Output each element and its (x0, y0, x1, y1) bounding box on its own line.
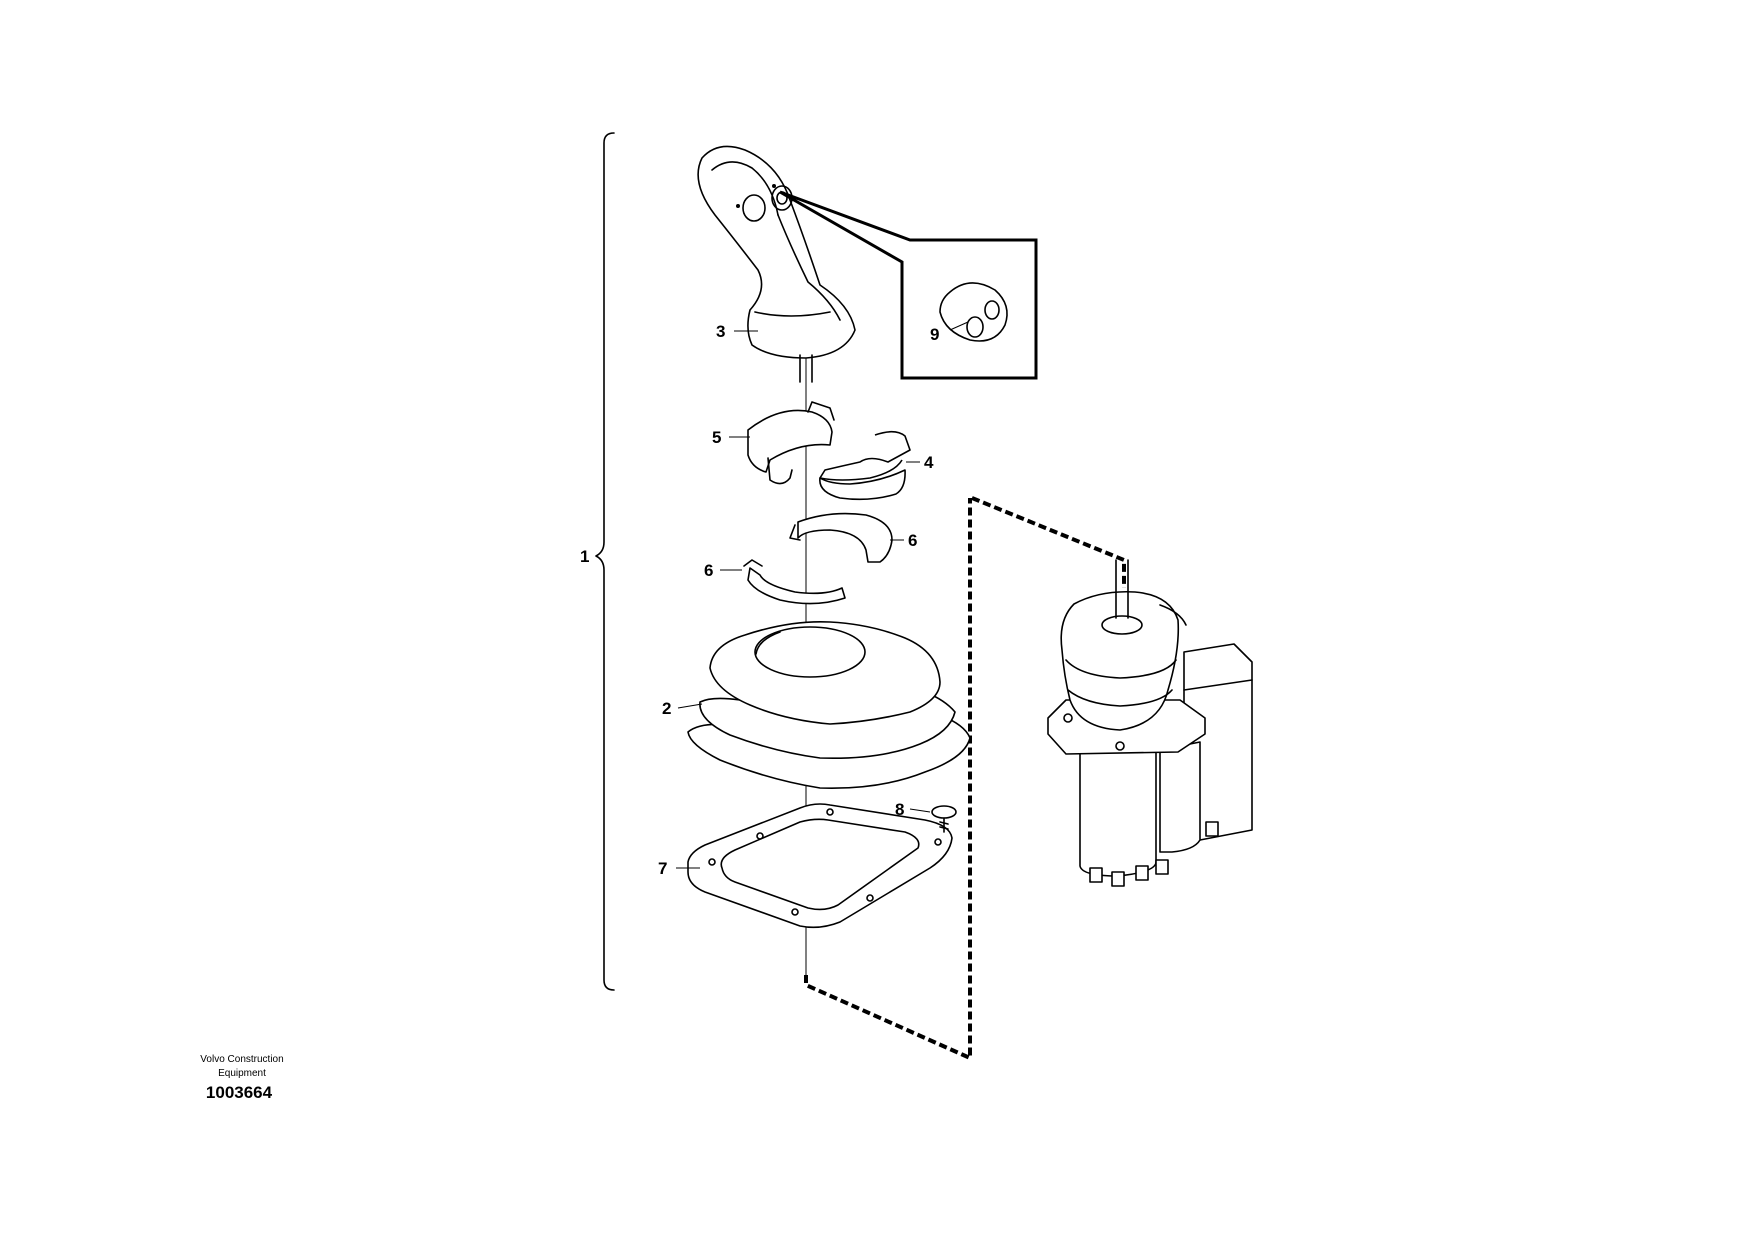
rubber-boot-part (687, 620, 971, 789)
callout-1: 1 (580, 547, 589, 566)
dashed-connector-left (804, 498, 972, 1062)
callout-7: 7 (658, 859, 667, 878)
retainer-left-part (747, 401, 835, 485)
callout-2: 2 (662, 699, 671, 718)
caption-line-2: Equipment (218, 1068, 266, 1079)
callout-5: 5 (712, 428, 721, 447)
button-part (939, 282, 1008, 342)
leader-lines (676, 321, 969, 869)
callout-9: 9 (930, 325, 939, 344)
mounting-plate-part (687, 803, 953, 929)
caption-id: 1003664 (206, 1083, 273, 1102)
ring-upper-part (789, 512, 893, 563)
dashed-connector-right (971, 496, 1126, 588)
callout-6-lower: 6 (704, 561, 713, 580)
callout-3: 3 (716, 322, 725, 341)
pilot-valve-part (1047, 559, 1253, 887)
assembly-brace (595, 132, 615, 991)
ring-lower-part (743, 559, 846, 605)
retainer-right-part (819, 430, 911, 501)
caption-line-1: Volvo Construction (200, 1054, 283, 1065)
callout-8: 8 (895, 800, 904, 819)
screw-part (931, 805, 957, 833)
callout-6-upper: 6 (908, 531, 917, 550)
joystick-handle (697, 145, 856, 383)
callout-4: 4 (924, 453, 934, 472)
